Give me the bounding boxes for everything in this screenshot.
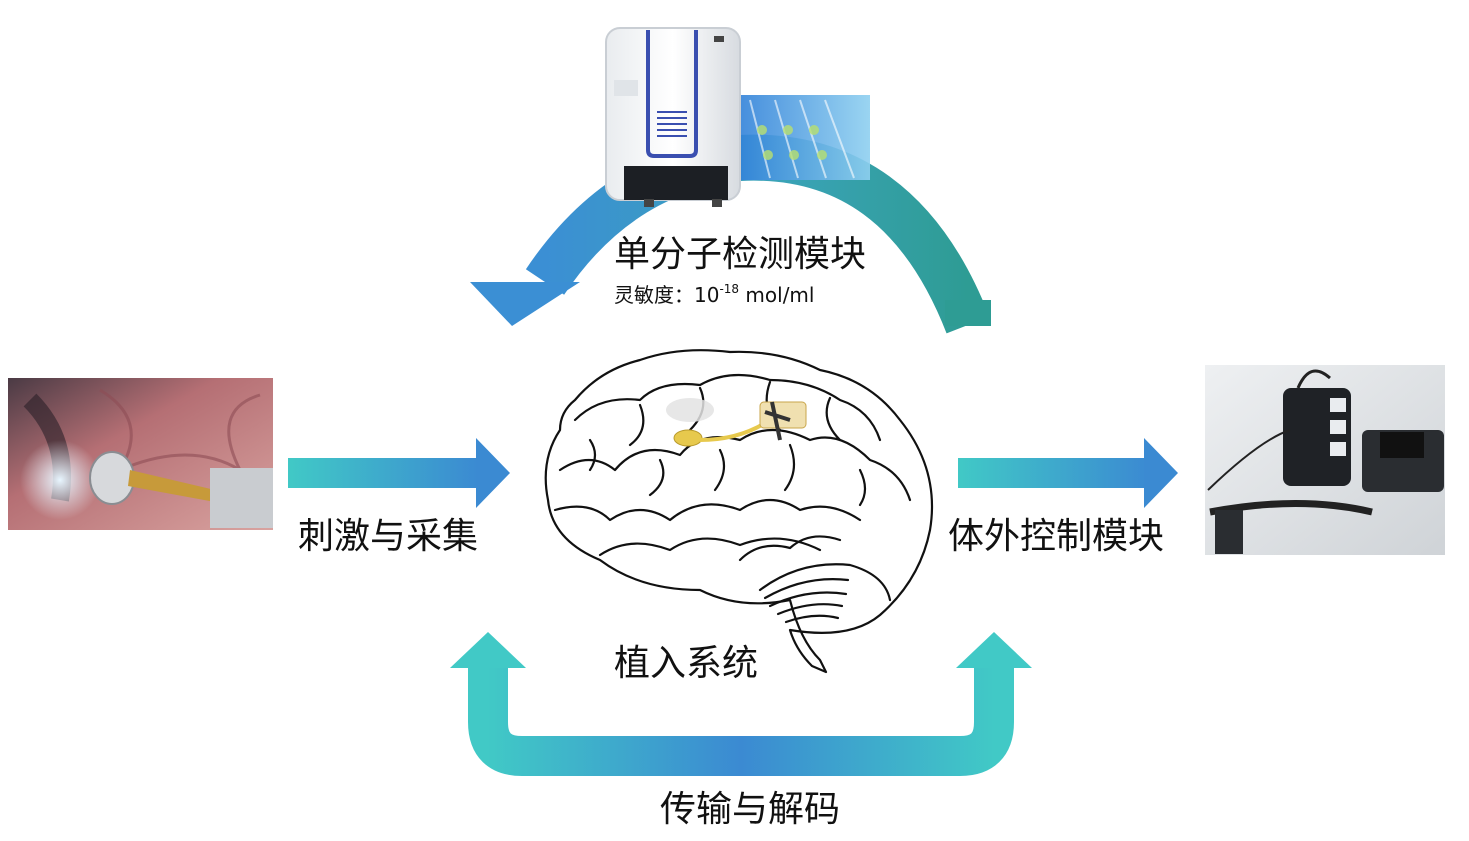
detection-module-label: 单分子检测模块 xyxy=(614,234,867,275)
stimulation-photo xyxy=(8,378,273,530)
transmission-arrow xyxy=(450,632,1032,776)
external-control-label: 体外控制模块 xyxy=(948,516,1165,557)
stimulation-arrow xyxy=(288,438,510,508)
sensitivity-base: 10 xyxy=(694,283,720,307)
external-device-photo xyxy=(1205,365,1445,555)
brain-illustration xyxy=(544,349,934,674)
transmission-label: 传输与解码 xyxy=(660,789,841,830)
sensitivity-prefix: 灵敏度： xyxy=(614,283,694,307)
stimulation-label: 刺激与采集 xyxy=(298,516,479,557)
sensitivity-exponent: -18 xyxy=(719,282,740,296)
sensitivity-label: 灵敏度：10-18 mol/ml xyxy=(614,283,814,305)
detection-instrument-image xyxy=(605,27,870,207)
sensitivity-unit: mol/ml xyxy=(739,283,815,307)
implant-device xyxy=(666,398,807,447)
implant-system-label: 植入系统 xyxy=(614,643,759,684)
control-arrow xyxy=(958,438,1178,508)
